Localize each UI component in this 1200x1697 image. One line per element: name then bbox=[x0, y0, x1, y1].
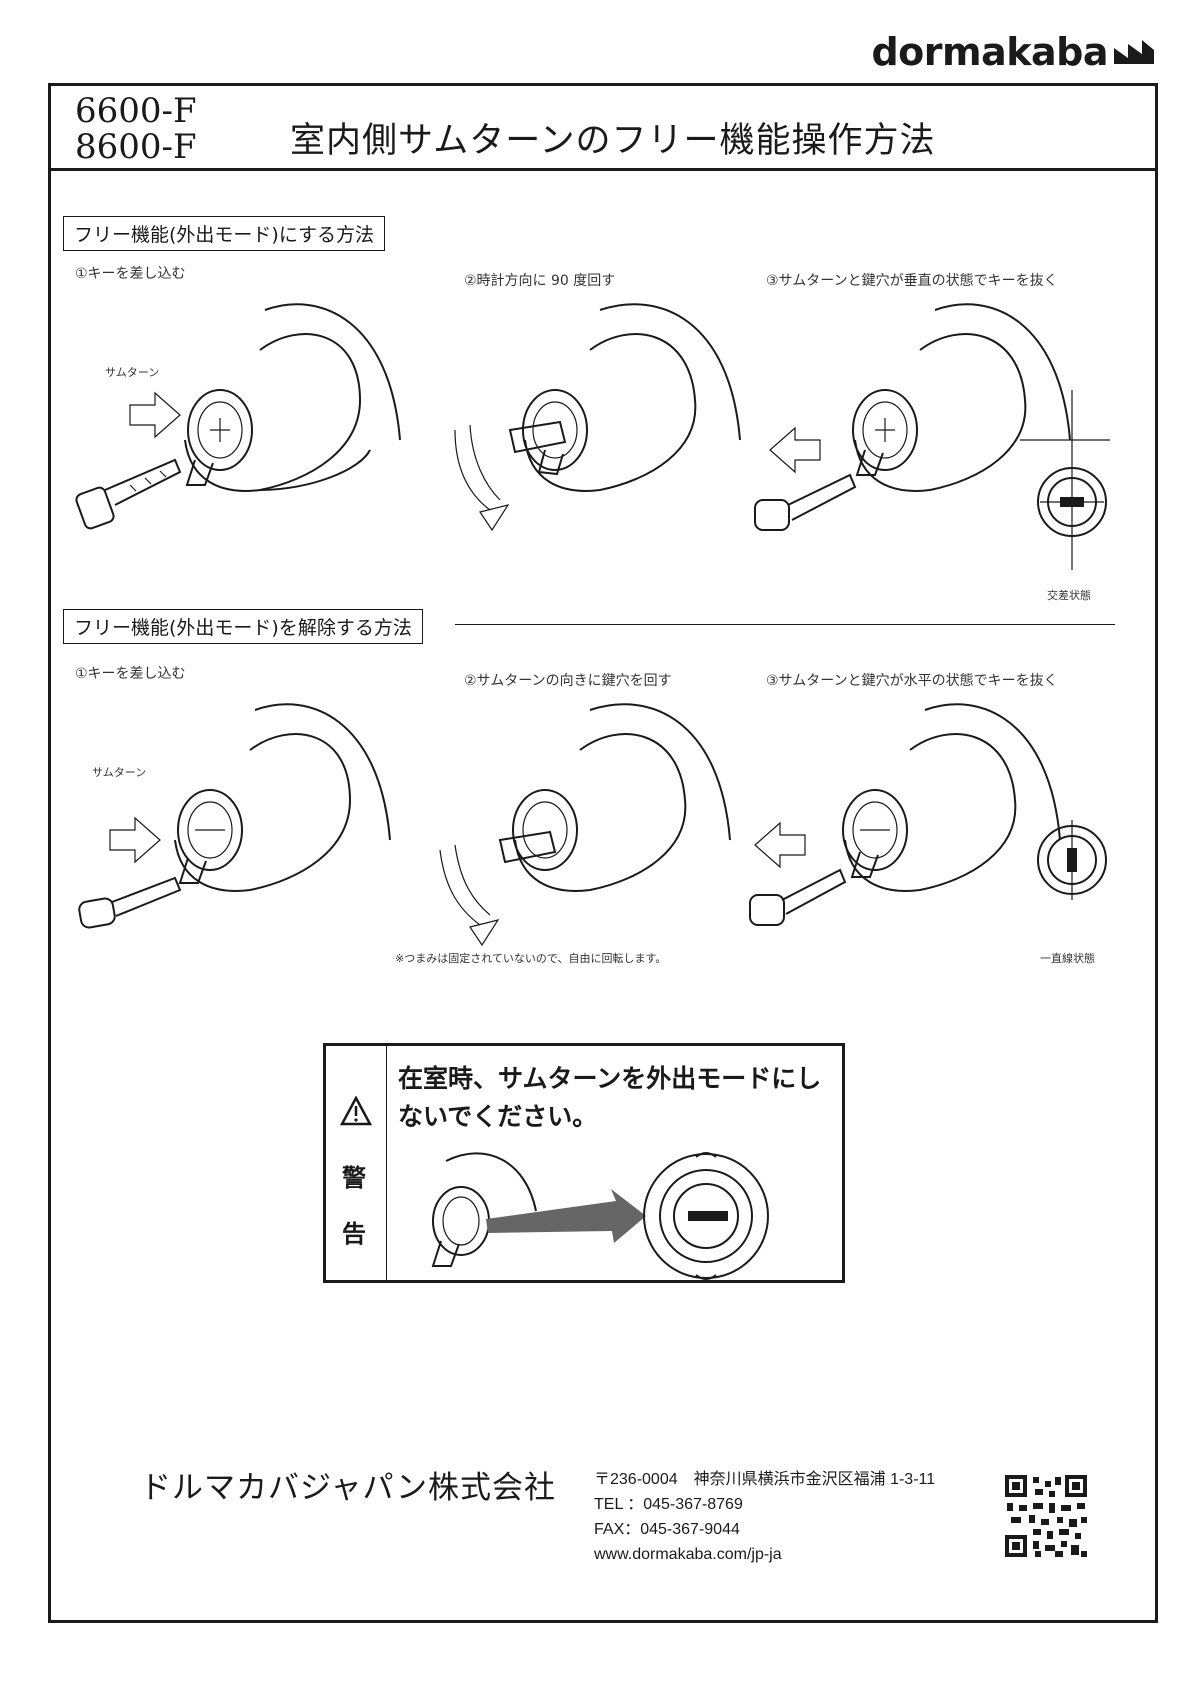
warning-triangle-icon bbox=[340, 1096, 372, 1126]
warning-char-2: 告 bbox=[342, 1220, 366, 1248]
disable-step-2: ②サムターンの向きに鍵穴を回す bbox=[464, 673, 672, 689]
disable-state-label: 一直線状態 bbox=[1040, 952, 1095, 965]
free-rotation-note: ※つまみは固定されていないので、自由に回転します。 bbox=[395, 952, 667, 965]
inline-state-diagram bbox=[1037, 820, 1107, 900]
disable-thumbturn-label: サムターン bbox=[92, 766, 147, 779]
company-address: 〒236-0004 神奈川県横浜市金沢区福浦 1-3-11 bbox=[594, 1471, 936, 1488]
company-fax: FAX：045-367-9044 bbox=[594, 1521, 740, 1538]
disable-step-3: ③サムターンと鍵穴が水平の状態でキーを抜く bbox=[766, 673, 1058, 689]
brand-mark-icon bbox=[1114, 40, 1154, 64]
enable-state-label: 交差状態 bbox=[1047, 589, 1091, 602]
knob-illustration-1 bbox=[184, 303, 401, 492]
warning-text: 在室時、サムターンを外出モードにしないでください。 bbox=[398, 1064, 822, 1131]
company-tel: TEL ：045-367-8769 bbox=[594, 1496, 743, 1513]
knob-illustration-2 bbox=[508, 303, 741, 492]
section-enable-heading: フリー機能(外出モード)にする方法 bbox=[63, 216, 386, 251]
warning-side-panel: 警 告 bbox=[326, 1046, 387, 1280]
qr-code-icon bbox=[1005, 1475, 1087, 1557]
rotate-arrow-icon-2 bbox=[439, 844, 500, 947]
enable-step-3: ③サムターンと鍵穴が垂直の状態でキーを抜く bbox=[766, 273, 1058, 289]
brand-logo: dormakaba bbox=[871, 30, 1154, 74]
warning-char-1: 警 bbox=[342, 1164, 366, 1192]
knob-illustration-6 bbox=[842, 703, 1061, 892]
key-icon-3 bbox=[78, 876, 182, 929]
remove-arrow-icon-1 bbox=[769, 426, 821, 474]
knob-illustration-4 bbox=[174, 703, 391, 892]
company-url[interactable]: www.dormakaba.com/jp-ja bbox=[594, 1546, 782, 1563]
insert-arrow-icon-2 bbox=[109, 816, 161, 864]
knob-illustration-5 bbox=[498, 703, 731, 892]
model-number-2: 8600-F bbox=[75, 127, 197, 167]
enable-step-2: ②時計方向に 90 度回す bbox=[464, 273, 616, 289]
enable-illustrations bbox=[75, 303, 1110, 570]
remove-arrow-icon-2 bbox=[754, 821, 806, 869]
enable-step-1: ①キーを差し込む bbox=[75, 266, 186, 282]
key-icon-1 bbox=[75, 458, 182, 530]
section-divider bbox=[455, 624, 1115, 625]
cross-state-diagram bbox=[1020, 390, 1110, 570]
knob-illustration-3 bbox=[852, 303, 1071, 492]
model-number-1: 6600-F bbox=[75, 91, 197, 131]
warning-illustration bbox=[431, 1152, 769, 1280]
rotate-arrow-icon-1 bbox=[454, 424, 510, 532]
header-divider bbox=[48, 168, 1158, 171]
enable-thumbturn-label: サムターン bbox=[105, 366, 160, 379]
warning-box: 警 告 在室時、サムターンを外出モードにしないでください。 bbox=[323, 1043, 845, 1283]
page-title: 室内側サムターンのフリー機能操作方法 bbox=[290, 121, 936, 161]
disable-illustrations bbox=[78, 703, 1107, 947]
section-disable-heading: フリー機能(外出モード)を解除する方法 bbox=[63, 609, 423, 644]
key-icon-2 bbox=[754, 473, 857, 531]
document-frame bbox=[48, 83, 1158, 1623]
key-icon-4 bbox=[749, 868, 847, 926]
brand-name: dormakaba bbox=[871, 30, 1108, 74]
disable-step-1: ①キーを差し込む bbox=[75, 666, 186, 682]
insert-arrow-icon-1 bbox=[129, 391, 181, 439]
company-name: ドルマカバジャパン株式会社 bbox=[140, 1470, 556, 1506]
